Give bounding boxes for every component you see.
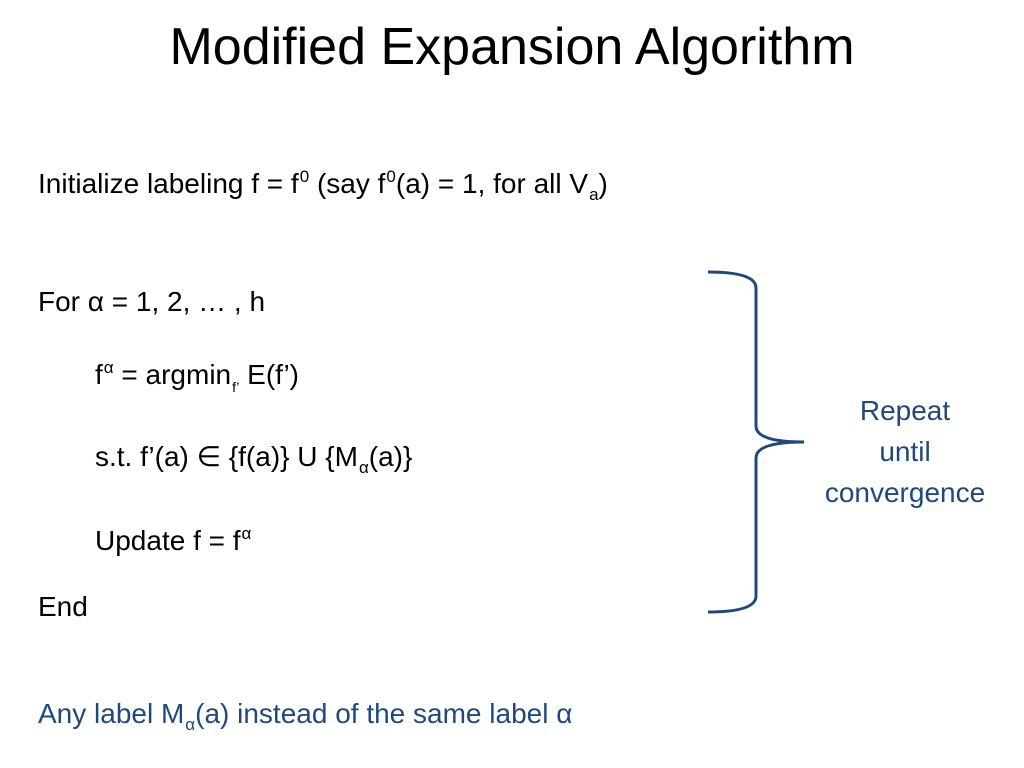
constraint-text-a: s.t. f’(a) xyxy=(95,441,197,472)
argmin-text-c: E(f’) xyxy=(239,359,299,390)
end-line: End xyxy=(38,591,88,622)
footnote-sub-a: α xyxy=(185,715,196,734)
update-line: Update f = fα xyxy=(95,523,251,563)
argmin-line: fα = argminf’ E(f’) xyxy=(95,357,299,397)
repeat-note-line-3: convergence xyxy=(824,477,986,508)
slide-title: Modified Expansion Algorithm xyxy=(169,18,855,76)
argmin-sup-a: α xyxy=(103,358,114,377)
init-text-c: (a) = 1, for all V xyxy=(395,168,589,199)
constraint-text-b: {f(a)} U {M xyxy=(221,441,358,472)
argmin-text-a: f xyxy=(95,359,103,390)
for-line: For α = 1, 2, … , h xyxy=(38,286,266,317)
footnote-line: Any label Mα(a) instead of the same labe… xyxy=(38,696,572,736)
argmin-sub-b: f’ xyxy=(232,379,240,395)
init-sub-c: a xyxy=(589,185,599,204)
argmin-text-b: = argmin xyxy=(113,359,232,390)
init-sup-a: 0 xyxy=(299,167,310,186)
constraint-sub-b: α xyxy=(358,458,369,477)
repeat-note-line-2: until xyxy=(879,436,931,467)
brace-path xyxy=(707,270,805,614)
right-brace-icon xyxy=(707,270,805,614)
update-sup-a: α xyxy=(241,524,252,543)
footnote-text-a: Any label M xyxy=(38,698,185,729)
init-text-d: ) xyxy=(598,168,608,199)
repeat-note-line-1: Repeat xyxy=(859,395,951,426)
repeat-note: Repeat until convergence xyxy=(800,390,1010,513)
init-sup-b: 0 xyxy=(386,167,396,186)
init-text-a: Initialize labeling f = f xyxy=(38,168,299,199)
constraint-line: s.t. f’(a) ∈ {f(a)} U {Mα(a)} xyxy=(95,439,412,479)
constraint-text-c: (a)} xyxy=(368,441,413,472)
init-line: Initialize labeling f = f0 (say f0(a) = … xyxy=(38,166,608,206)
init-text-b: (say f xyxy=(309,168,386,199)
update-text-a: Update f = f xyxy=(95,525,241,556)
footnote-text-b: (a) instead of the same label α xyxy=(195,698,573,729)
element-of-symbol: ∈ xyxy=(196,441,222,472)
